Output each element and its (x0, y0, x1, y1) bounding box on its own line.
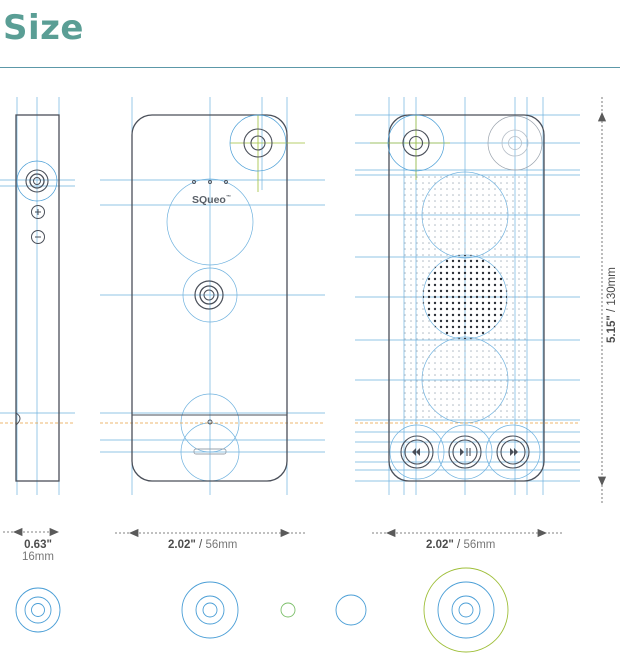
front-width-label: 2.02" / 56mm (168, 539, 237, 551)
front-view (100, 97, 325, 538)
back-view (355, 97, 580, 538)
height-separator: / (606, 305, 618, 316)
play-pause-icon (448, 435, 482, 469)
front-width-inches: 2.02" (168, 539, 196, 551)
volume-up-icon (31, 205, 45, 219)
bottom-port-icon (193, 419, 227, 455)
indicator-lights-icon (192, 180, 228, 184)
large-knob-icon (423, 567, 509, 653)
page-title: Size (3, 8, 84, 48)
title-divider (0, 67, 620, 68)
tiny-circle-icon (280, 602, 296, 618)
height-mm: 130mm (606, 267, 618, 306)
front-width-dimension-arrow (115, 528, 305, 538)
brand-trademark: ™ (225, 194, 231, 201)
height-inches: 5.15" (606, 315, 618, 343)
volume-down-icon (31, 230, 45, 244)
side-body-outline (15, 114, 60, 482)
component-circles (15, 567, 509, 653)
back-width-dimension-arrow (372, 528, 562, 538)
back-knob-icon (370, 114, 543, 180)
medium-knob-icon (181, 581, 239, 639)
side-view (0, 97, 75, 537)
depth-inches: 0.63" (24, 539, 52, 551)
fast-forward-icon (496, 435, 530, 469)
depth-mm: 16mm (22, 551, 54, 563)
center-button-icon (194, 280, 224, 310)
depth-dimension-arrow (3, 527, 59, 537)
side-knob-icon (16, 160, 58, 202)
brand-name: SQueo (192, 194, 226, 206)
front-knob-icon (229, 114, 305, 192)
back-width-label: 2.02" / 56mm (426, 539, 495, 551)
brand-logo: SQueo™ (192, 194, 231, 206)
front-width-separator: / (195, 539, 206, 551)
back-width-mm: 56mm (463, 539, 496, 551)
back-width-separator: / (453, 539, 464, 551)
back-body-outline (388, 114, 545, 482)
depth-label: 0.63" 16mm (22, 539, 54, 563)
height-label: 5.15" / 130mm (606, 267, 618, 343)
small-knob-icon (15, 587, 61, 633)
back-width-inches: 2.02" (426, 539, 454, 551)
height-dimension-arrow (597, 97, 607, 505)
front-width-mm: 56mm (205, 539, 238, 551)
front-body-outline (131, 114, 288, 482)
ring-circle-icon (335, 594, 367, 626)
rewind-icon (400, 435, 434, 469)
